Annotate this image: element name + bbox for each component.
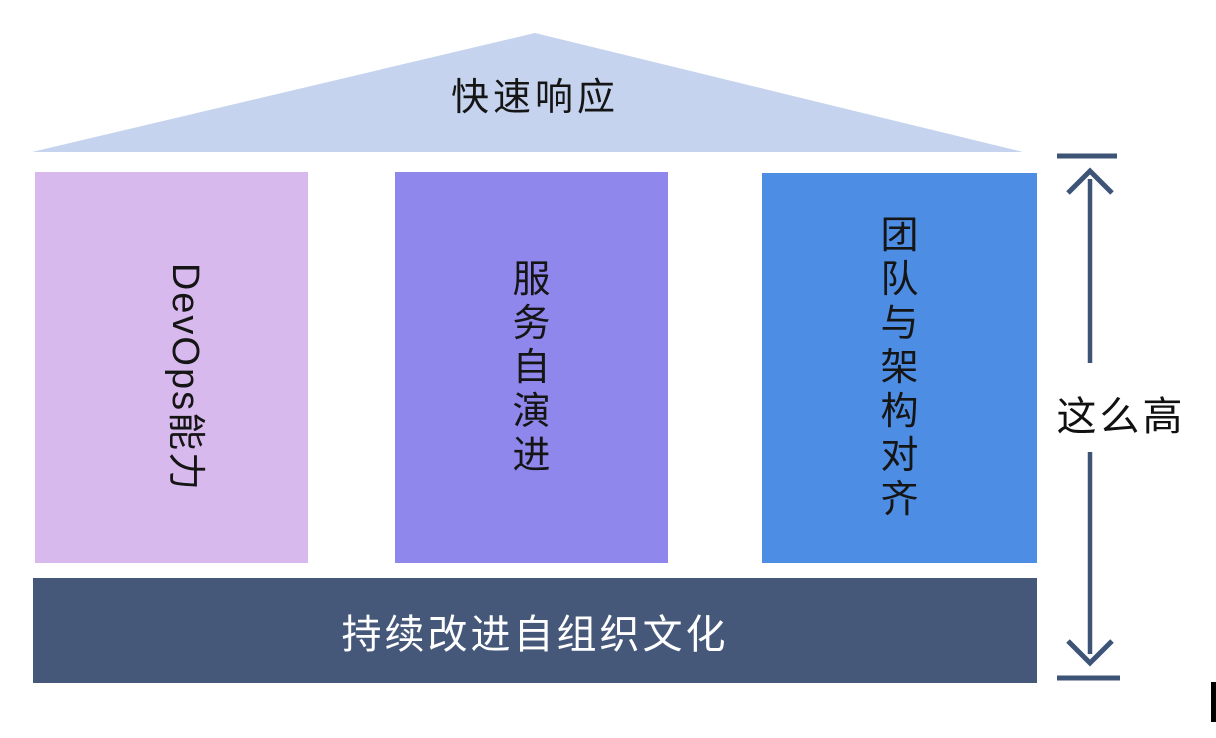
base-bar bbox=[33, 578, 1037, 683]
roof-triangle bbox=[32, 33, 1023, 152]
base-bar-label: 持续改进自组织文化 bbox=[341, 612, 729, 657]
pillar-team-architecture-alignment-label-box: 团队与架构对齐 bbox=[762, 173, 1037, 563]
up-arrowhead-icon bbox=[1066, 167, 1114, 195]
pillar-service-self-evolution-label-box: 服务自演进 bbox=[395, 172, 668, 563]
pillar-devops-capability bbox=[35, 172, 308, 563]
roof-label: 快速响应 bbox=[450, 77, 619, 119]
measure-label: 这么高 bbox=[1056, 395, 1186, 439]
down-arrowhead-icon bbox=[1066, 639, 1114, 667]
base-bar-label-box: 持续改进自组织文化 bbox=[33, 578, 1037, 683]
pillar-devops-capability-label: DevOps能力 bbox=[164, 262, 206, 493]
screen-edge-artifact bbox=[1211, 682, 1216, 722]
pillar-devops-capability-label-box: DevOps能力 bbox=[35, 172, 308, 563]
pillar-service-self-evolution-label: 服务自演进 bbox=[512, 258, 551, 477]
pillar-team-architecture-alignment-label: 团队与架构对齐 bbox=[880, 215, 919, 521]
pillar-service-self-evolution bbox=[395, 172, 668, 563]
pillar-team-architecture-alignment bbox=[762, 173, 1037, 563]
